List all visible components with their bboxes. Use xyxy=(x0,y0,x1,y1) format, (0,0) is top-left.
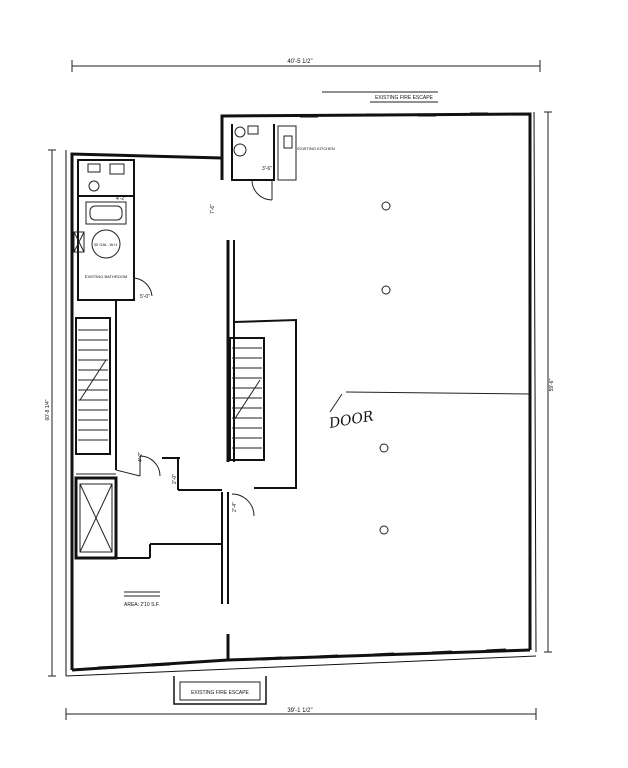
left-dimension-text: 60'-8 1/4" xyxy=(45,399,51,420)
interior-partitions xyxy=(116,122,531,660)
right-bathroom: EXISTING KITCHEN xyxy=(231,124,335,201)
center-stair xyxy=(229,337,265,517)
elevator-shaft xyxy=(74,473,118,560)
left-bathroom: 30 GAL. W.H. EXISTING BATHROOM xyxy=(73,159,153,301)
left-stair xyxy=(75,300,161,477)
right-kitchen-label: EXISTING KITCHEN xyxy=(297,146,334,151)
area-text: AREA: 2'10 S.F. xyxy=(124,602,160,608)
fire-escape-bottom: EXISTING FIRE ESCAPE xyxy=(173,676,267,705)
right-dimension-text: 59'-6" xyxy=(549,378,555,391)
bottom-dimension: 39'-1 1/2" xyxy=(65,708,537,720)
note-door-a: 4'-2" xyxy=(116,196,126,202)
left-bathroom-label: EXISTING BATHROOM xyxy=(85,274,128,279)
door-handwritten-text: DOOR xyxy=(327,408,375,432)
note-door-c: 3'-6" xyxy=(262,166,272,172)
building-outline xyxy=(65,111,537,677)
note-door-d: 2'-4" xyxy=(232,502,238,512)
note-door-f: 4'-2" xyxy=(138,452,144,462)
water-heater-label: 30 GAL. W.H. xyxy=(94,242,118,247)
note-wall-e: 2'-0" xyxy=(172,474,178,484)
columns xyxy=(379,201,391,535)
fire-escape-top: EXISTING FIRE ESCAPE xyxy=(322,91,438,103)
area-label: AREA: 2'10 S.F. xyxy=(124,591,160,608)
bottom-dimension-text: 39'-1 1/2" xyxy=(287,708,312,714)
dimension-notes: 7'-6" 4'-2" 5'-0" 3'-6" 2'-4" 2'-0" 4'-2… xyxy=(116,166,272,512)
top-dimension: 40'-5 1/2" xyxy=(71,59,541,72)
top-dimension-text: 40'-5 1/2" xyxy=(287,59,312,65)
right-dimension: 59'-6" xyxy=(544,111,555,653)
fire-escape-bottom-label: EXISTING FIRE ESCAPE xyxy=(191,690,249,696)
note-hall-width: 7'-6" xyxy=(210,204,216,214)
fire-escape-top-label: EXISTING FIRE ESCAPE xyxy=(375,95,433,101)
note-door-b: 5'-0" xyxy=(140,294,150,300)
door-annotation: DOOR xyxy=(327,393,375,432)
left-dimension: 60'-8 1/4" xyxy=(45,149,56,677)
